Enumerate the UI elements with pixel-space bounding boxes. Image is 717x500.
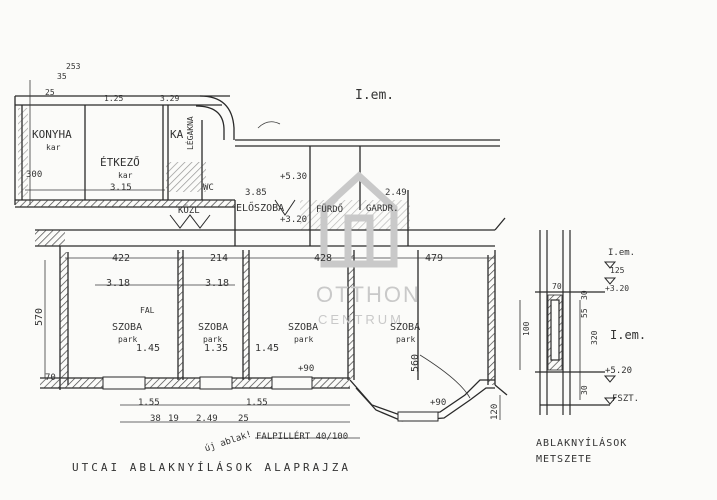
dim-bottom-19: 19 — [168, 414, 179, 424]
room-szoba4: SZOBA — [390, 322, 421, 333]
section-dim-3: 30 — [580, 290, 589, 300]
floor-konyha: kar — [46, 143, 61, 152]
dim-span-422: 422 — [112, 253, 131, 264]
bay-arc — [419, 354, 471, 399]
dim-top-left-a: 25 — [45, 88, 55, 97]
floor-szoba4: park — [396, 335, 416, 344]
dim-fal: FAL — [140, 306, 155, 315]
room-etkezo: ÉTKEZŐ — [100, 156, 140, 169]
section-level-520: +5.20 — [605, 366, 633, 376]
dim-bottom-155a: 1.55 — [138, 398, 160, 408]
dim-konyha-height: 300 — [26, 170, 43, 180]
section-floor: I.em. — [608, 248, 636, 258]
window-section-detail — [519, 230, 610, 415]
floor-szoba1: park — [118, 335, 138, 344]
watermark-logo — [318, 168, 400, 268]
dim-sill-90: +90 — [298, 364, 315, 374]
section-dim-1: 100 — [522, 321, 531, 336]
section-title: ABLAKNYÍLÁSOK METSZETE — [536, 436, 656, 468]
plan-title: UTCAI ABLAKNYÍLÁSOK ALAPRAJZA — [72, 461, 352, 474]
room-kozl: KÖZL — [178, 206, 200, 216]
section-level-320: +3.20 — [605, 284, 630, 293]
room-eloszoba: ELŐSZOBA — [236, 203, 285, 214]
dim-top-left-c: 253 — [66, 62, 81, 71]
dim-top-left-b: 35 — [57, 72, 67, 81]
dim-h560: 560 — [410, 353, 421, 372]
section-dim-0: 70 — [552, 282, 562, 291]
note-falpillert: FALPILLÉRT 40/100 — [256, 432, 349, 442]
room-szoba2: SZOBA — [198, 322, 229, 333]
dim-bottom-38: 38 — [150, 414, 161, 424]
floor-label: I.em. — [355, 88, 395, 103]
room-legakna: LÉGAKNA — [186, 116, 195, 150]
section-floor-big: I.em. — [610, 328, 647, 342]
dim-span-428: 428 — [314, 253, 333, 264]
dim-win-135: 1.35 — [204, 343, 229, 354]
floor-etkezo: kar — [118, 171, 133, 180]
room-wc: WC — [203, 183, 214, 193]
dim-w318a: 3.18 — [106, 278, 131, 289]
floor-szoba3: park — [294, 335, 314, 344]
room-szoba1: SZOBA — [112, 322, 143, 333]
section-dim-2: 55 — [580, 308, 589, 318]
dim-etkezo-width: 3.15 — [110, 183, 132, 193]
watermark-line1: OTTHON — [316, 282, 421, 307]
room-gardrob: GARDR. — [366, 204, 399, 214]
room-szoba3: SZOBA — [288, 322, 319, 333]
room-kamra: KA — [170, 128, 184, 141]
section-fszt: FSZT. — [612, 394, 640, 404]
room-konyha: KONYHA — [32, 128, 72, 141]
watermark-line2: CENTRUM — [318, 312, 404, 327]
dim-bottom-155b: 1.55 — [246, 398, 268, 408]
dim-bottom-25: 25 — [238, 414, 249, 424]
dim-sill-90b: +90 — [430, 398, 447, 408]
section-level-125: 125 — [610, 266, 625, 275]
dim-w318b: 3.18 — [205, 278, 230, 289]
dim-top-mid: 1.25 — [104, 94, 124, 103]
section-dim-5: 30 — [580, 385, 589, 395]
dim-top-right: 3.29 — [160, 94, 180, 103]
dim-bottom-249: 2.49 — [196, 414, 218, 424]
floor-szoba2: park — [203, 335, 223, 344]
dim-win-145a: 1.45 — [136, 343, 161, 354]
dim-win-145b: 1.45 — [255, 343, 280, 354]
door-swing — [257, 121, 281, 129]
dim-385: 3.85 — [245, 188, 267, 198]
window-openings — [102, 376, 439, 422]
dim-left-70: 70 — [45, 373, 56, 383]
dimension-lines — [25, 80, 501, 439]
dim-span-479: 479 — [425, 253, 444, 264]
dim-height-570: 570 — [34, 307, 45, 326]
room-furdo: FÜRDŐ — [316, 205, 344, 215]
section-dim-4: 320 — [590, 330, 599, 345]
dim-right-120: 120 — [490, 403, 500, 420]
dim-span-214: 214 — [210, 253, 229, 264]
house-icon — [320, 171, 398, 268]
dim-249: 2.49 — [385, 188, 407, 198]
section-title-text: ABLAKNYÍLÁSOK METSZETE — [536, 438, 628, 465]
dim-h530: +5.30 — [280, 172, 308, 182]
dim-h320: +3.20 — [280, 215, 308, 225]
section-level-marks — [603, 261, 617, 405]
